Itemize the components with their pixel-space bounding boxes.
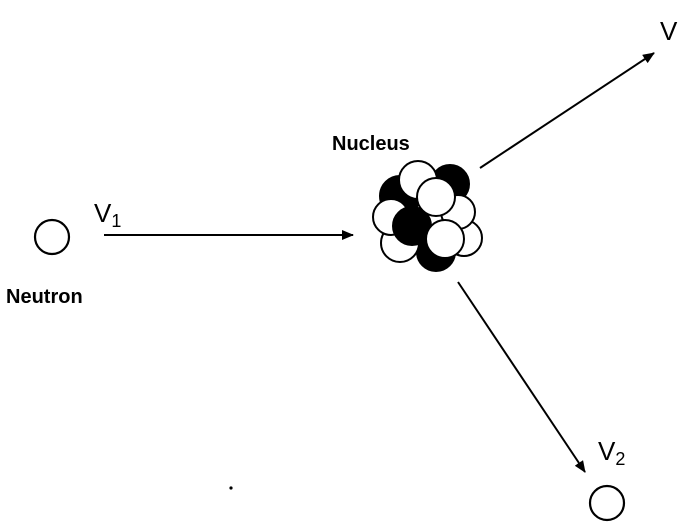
nucleus-cluster [372,160,483,272]
stray-dot [229,486,233,490]
incoming-neutron [33,218,71,256]
nucleus-label: Nucleus [332,133,410,155]
neutron-label: Neutron [6,286,83,308]
neutron-circle [33,218,71,256]
v2-label: V2 [598,436,625,469]
scattered-arrow-v3 [479,52,655,169]
outgoing-neutron [588,484,626,522]
v3-label: V [660,16,678,46]
v1-label: V1 [94,198,121,231]
scattered-arrow-v2 [457,281,586,473]
